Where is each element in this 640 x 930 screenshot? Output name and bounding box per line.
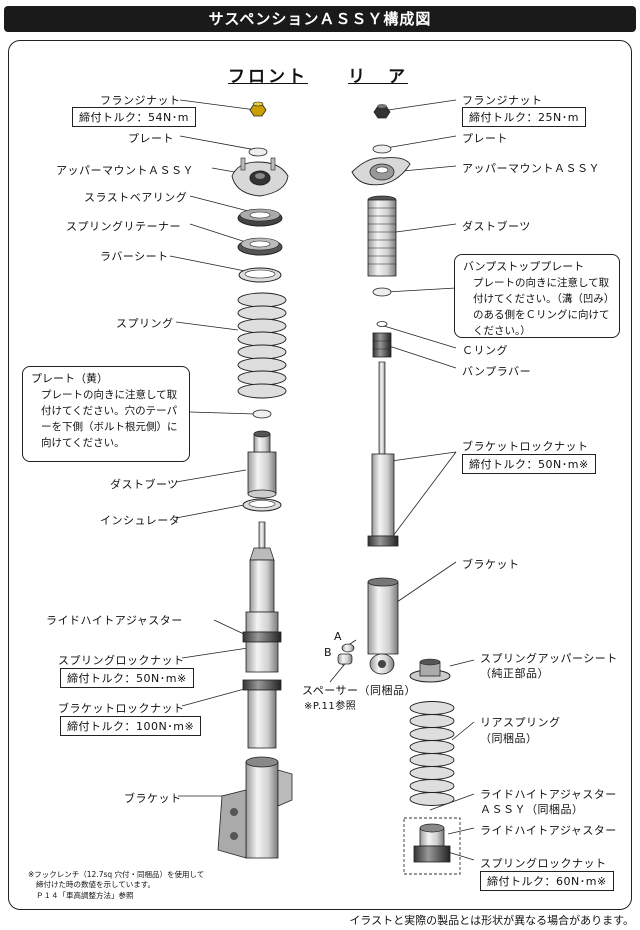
rear-spring-sub: （同梱品）: [480, 732, 538, 745]
front-thrust-bearing-part: [237, 208, 283, 227]
front-ride-height-adjuster-label: ライドハイトアジャスター: [46, 614, 183, 627]
rear-bracket-part: [367, 577, 399, 675]
footnote-line-1: ※フックレンチ（12.7sq 穴付・同梱品）を使用して: [28, 870, 205, 879]
front-spring-part: [237, 292, 287, 399]
rear-spacer-a-label: A: [334, 630, 343, 643]
rear-spring-part: [409, 701, 455, 806]
rear-bump-plate-part: [372, 287, 392, 297]
rear-ride-height-assy-outline: [403, 817, 461, 875]
rear-ride-height-adjuster-part: [413, 823, 451, 863]
rear-bump-rubber-label: バンプラバー: [462, 365, 532, 378]
front-bracket-part: [217, 756, 293, 859]
rear-dust-boot-label: ダストブーツ: [462, 220, 531, 233]
front-dust-boot-label: ダストブーツ: [110, 478, 179, 491]
diagram-frame: [8, 40, 632, 910]
rear-spacer-part: [337, 643, 355, 665]
rear-bracket-label: ブラケット: [462, 558, 520, 571]
front-insulator-part: [242, 498, 282, 512]
rear-bump-plate-note-title: バンプストッププレート: [463, 260, 585, 273]
rear-spring-upper-seat-label: スプリングアッパーシート: [480, 652, 618, 665]
rear-ride-height-adjuster-label: ライドハイトアジャスター: [480, 824, 617, 837]
rear-spring-lock-nut-label: スプリングロックナット: [480, 857, 607, 870]
front-spring-lock-nut-torque: 締付トルク：50N･m※: [60, 668, 194, 688]
disclaimer: イラストと実際の製品とは形状が異なる場合があります。: [349, 914, 634, 927]
front-spring-label: スプリング: [116, 317, 174, 330]
front-spring-retainer-label: スプリングリテーナー: [66, 220, 181, 233]
rear-c-ring-part: [376, 321, 388, 327]
front-plate-note-body: プレートの向きに注意して取付けてください。穴のテーパーを下側（ボルト根元側）に向…: [41, 389, 178, 449]
front-plate-note: プレート（黄） プレートの向きに注意して取付けてください。穴のテーパーを下側（ボ…: [22, 366, 190, 462]
rear-dust-boot-part: [367, 195, 397, 277]
rear-spring-upper-seat-sub: （純正部品）: [480, 667, 549, 680]
front-upper-mount-label: アッパーマウントＡＳＳＹ: [56, 164, 194, 177]
rear-c-ring-label: Ｃリング: [462, 344, 508, 357]
front-upper-mount-part: [231, 157, 289, 197]
front-bracket-lock-nut-label: ブラケットロックナット: [58, 702, 185, 715]
rear-flange-nut-part: [373, 104, 391, 119]
rear-upper-mount-part: [351, 157, 411, 186]
rear-spacer-b-label: B: [324, 646, 333, 659]
rear-spring-upper-seat-part: [409, 658, 451, 683]
front-shock-absorber-part: [242, 521, 282, 749]
rear-bracket-lock-nut-label: ブラケットロックナット: [462, 440, 589, 453]
front-flange-nut-label: フランジナット: [100, 94, 181, 107]
rear-bump-rubber-part: [372, 332, 392, 358]
rear-spring-label: リアスプリング: [480, 716, 561, 729]
front-rubber-seat-part: [238, 267, 282, 283]
rear-spring-lock-nut-torque: 締付トルク：60N･m※: [480, 871, 614, 891]
page-title: サスペンションＡＳＳＹ構成図: [4, 6, 636, 32]
rear-plate-label: プレート: [462, 132, 508, 145]
front-thrust-bearing-label: スラストベアリング: [84, 191, 188, 204]
front-spring-retainer-part: [237, 237, 283, 256]
front-dust-boot-part: [247, 430, 277, 499]
rear-flange-nut-torque: 締付トルク：25N･m: [462, 107, 586, 127]
rear-bump-plate-note-body: プレートの向きに注意して取付けてください。（溝（凹み）のある側をＣリングに向けて…: [473, 277, 610, 337]
front-flange-nut-torque: 締付トルク：54N･m: [72, 107, 196, 127]
front-spring-lock-nut-label: スプリングロックナット: [58, 654, 185, 667]
rear-ride-height-assy-label: ライドハイトアジャスター: [480, 788, 617, 801]
rear-spacer-label: スペーサー（同梱品）: [302, 684, 417, 697]
rear-shock-absorber-part: [367, 361, 399, 547]
rear-bracket-lock-nut-torque: 締付トルク：50N･m※: [462, 454, 596, 474]
front-bracket-lock-nut-torque: 締付トルク：100N･m※: [60, 716, 202, 736]
front-plate-note-title: プレート（黄）: [31, 372, 108, 385]
rear-plate-part: [372, 144, 392, 154]
front-insulator-label: インシュレータ: [100, 514, 181, 527]
footnote-line-3: Ｐ１４「車高調整方法」参照: [36, 891, 134, 900]
rear-bump-plate-note: バンプストッププレート プレートの向きに注意して取付けてください。（溝（凹み）の…: [454, 254, 620, 338]
rear-heading: リ ア: [348, 67, 408, 87]
rear-flange-nut-label: フランジナット: [462, 94, 543, 107]
footnote-line-2: 締付けた時の数値を示しています。: [36, 880, 156, 889]
rear-spacer-ref: ※P.11参照: [304, 701, 357, 712]
front-bracket-label: ブラケット: [124, 792, 182, 805]
front-flange-nut-part: [249, 101, 267, 117]
rear-ride-height-assy-sub: ＡＳＳＹ（同梱品）: [480, 803, 584, 816]
front-yellow-plate-part: [252, 409, 272, 419]
front-plate-part: [248, 147, 268, 157]
front-heading: フロント: [228, 67, 308, 87]
front-plate-label: プレート: [128, 132, 174, 145]
front-rubber-seat-label: ラバーシート: [100, 250, 169, 263]
rear-upper-mount-label: アッパーマウントＡＳＳＹ: [462, 162, 600, 175]
